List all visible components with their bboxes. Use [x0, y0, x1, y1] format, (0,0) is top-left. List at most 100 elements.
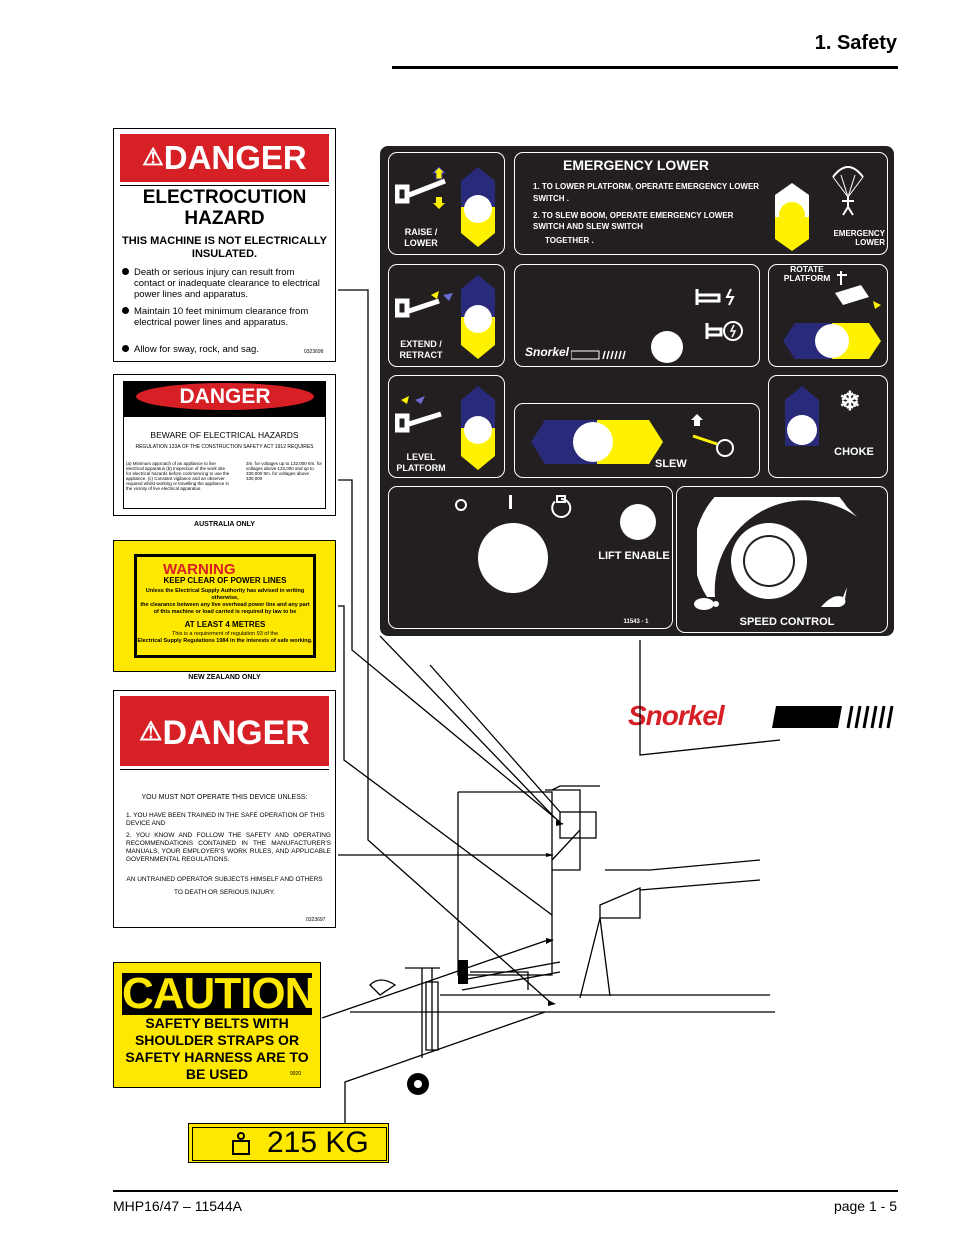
ignition-on-marker [509, 495, 512, 509]
newzealand-caption: NEW ZEALAND ONLY [188, 674, 261, 681]
level-platform-box: LEVEL PLATFORM [388, 375, 505, 478]
decal-code: 0323699 [304, 349, 324, 355]
footer-rule [113, 1190, 898, 1192]
page-title: 1. Safety [814, 32, 897, 54]
newzealand-warning-decal: WARNING KEEP CLEAR OF POWER LINES Unless… [113, 540, 336, 672]
panel-brand-logo: Snorkel [525, 345, 570, 359]
ignition-off-marker [455, 499, 467, 511]
operator-item: 2. YOU KNOW AND FOLLOW THE SAFETY AND OP… [126, 832, 331, 863]
lift-enable-button [620, 504, 656, 540]
parachute-icon [832, 166, 864, 216]
panel-part-number: 11543 - 1 [623, 619, 649, 625]
horn-lightning-icon [695, 288, 743, 341]
emergency-lower-switch [775, 183, 809, 251]
horn-button [651, 331, 683, 363]
emergency-lower-box: EMERGENCY LOWER 1. TO LOWER PLATFORM, OP… [514, 152, 888, 255]
hazard-note: THIS MACHINE IS NOT ELECTRICALLY INSULAT… [122, 235, 327, 260]
hazard-bullet: Maintain 10 feet minimum clearance from … [122, 306, 327, 328]
nz-line: Electrical Supply Regulations 1984 in th… [137, 638, 313, 644]
danger-signal-word: DANGER [136, 383, 314, 410]
choke-label: CHOKE [834, 446, 874, 458]
slew-box: SLEW [514, 403, 760, 478]
danger-electrocution-decal: ⚠DANGER ELECTROCUTION HAZARD THIS MACHIN… [113, 128, 336, 362]
level-platform-label: LEVEL PLATFORM [396, 452, 446, 473]
raise-lower-box: RAISE / LOWER [388, 152, 505, 255]
engine-start-icon [551, 495, 572, 518]
slew-icon [691, 414, 734, 457]
extend-retract-box: EXTEND / RETRACT [388, 264, 505, 367]
operator-item: 1. YOU HAVE BEEN TRAINED IN THE SAFE OPE… [126, 812, 325, 827]
rotate-platform-label: ROTATE PLATFORM [783, 264, 831, 283]
danger-operator-decal: ⚠DANGER YOU MUST NOT OPERATE THIS DEVICE… [113, 690, 336, 928]
speed-control-label: SPEED CONTROL [739, 616, 835, 628]
danger-signal-word: DANGER [163, 139, 307, 176]
australia-danger-decal: DANGER BEWARE OF ELECTRICAL HAZARDS REGU… [113, 374, 336, 516]
control-panel-decal: RAISE / LOWER EMERGENCY LOWER 1. TO LOWE… [380, 146, 894, 636]
rotate-platform-box: ROTATE PLATFORM [768, 264, 888, 367]
footer-page-number: page 1 - 5 [833, 1198, 897, 1214]
requirements-text: (a) Minimum approach of an appliance to … [126, 461, 230, 491]
rabbit-icon [821, 587, 847, 607]
rotate-platform-switch [783, 323, 881, 359]
emergency-together: TOGETHER . [545, 236, 594, 245]
nz-line: This is a requirement of regulation 93 o… [171, 631, 279, 637]
emergency-lower-label: EMERGENCY LOWER [833, 229, 885, 247]
footer-doc-id: MHP16/47 – 11544A [113, 1198, 242, 1214]
capacity-text: 215 KG [267, 1126, 369, 1159]
brand-stripes [571, 350, 626, 360]
hazard-bullet: Allow for sway, rock, and sag. [122, 344, 327, 355]
slew-label: SLEW [655, 458, 687, 470]
speed-control-dial [697, 497, 857, 599]
emergency-step: 2. TO SLEW BOOM, OPERATE EMERGENCY LOWER… [533, 211, 734, 231]
snowflake-icon: ❄ [839, 386, 861, 416]
nz-line: KEEP CLEAR OF POWER LINES [163, 576, 287, 585]
header-rule [392, 66, 898, 69]
australia-caption: AUSTRALIA ONLY [194, 521, 255, 528]
snorkel-logo: Snorkel [628, 700, 725, 731]
nz-line: Unless the Electrical Supply Authority h… [145, 588, 305, 601]
lift-enable-label: LIFT ENABLE [598, 550, 670, 562]
warning-signal-word: WARNING [163, 561, 236, 578]
choke-box: ❄ CHOKE [768, 375, 888, 478]
danger-header: ⚠DANGER [120, 134, 329, 182]
center-box: Snorkel [514, 264, 760, 367]
operator-intro: YOU MUST NOT OPERATE THIS DEVICE UNLESS: [141, 794, 308, 801]
decal-code: 9920 [290, 1071, 302, 1077]
nz-line: AT LEAST 4 METRES [184, 620, 266, 629]
raise-lower-label: RAISE / LOWER [404, 227, 438, 248]
choke-switch [785, 386, 819, 446]
divider [120, 185, 329, 186]
extend-retract-switch [461, 275, 495, 359]
emergency-title: EMERGENCY LOWER [563, 157, 709, 173]
ignition-box [388, 486, 673, 629]
danger-signal-word: DANGER [162, 714, 310, 752]
nz-line: the clearance between any live overhead … [140, 602, 310, 615]
danger-header: ⚠DANGER [120, 696, 329, 766]
level-platform-switch [461, 386, 495, 470]
warning-triangle-icon: ⚠ [142, 144, 164, 171]
boom-raise-icon [395, 167, 447, 209]
level-platform-icon [395, 396, 442, 433]
caution-harness-decal: CAUTION SAFETY BELTS WITH SHOULDER STRAP… [113, 962, 321, 1088]
boom-extend-icon [395, 291, 453, 318]
warning-triangle-icon: ⚠ [139, 716, 163, 746]
capacity-decal: 215 KG [188, 1123, 389, 1163]
raise-lower-switch [461, 167, 495, 247]
hazard-title: ELECTROCUTION HAZARD [142, 187, 307, 229]
turtle-icon [694, 598, 719, 610]
caution-signal-word: CAUTION [122, 969, 316, 1018]
hazard-bullet: Death or serious injury can result from … [122, 267, 327, 300]
rotate-platform-icon [835, 271, 881, 309]
snorkel-logo-stripes [772, 705, 894, 729]
slew-switch [531, 420, 663, 464]
speed-control-box: SPEED CONTROL [676, 486, 888, 633]
voltage-clearances: 3m. for voltages up to 132,000 6m. for v… [246, 461, 323, 481]
extend-retract-label: EXTEND / RETRACT [399, 339, 443, 360]
ignition-key-switch [478, 523, 548, 593]
beware-heading: BEWARE OF ELECTRICAL HAZARDS [150, 430, 299, 440]
emergency-step: 1. TO LOWER PLATFORM, OPERATE EMERGENCY … [533, 182, 760, 203]
operator-warning: AN UNTRAINED OPERATOR SUBJECTS HIMSELF A… [126, 876, 323, 896]
regulation-text: REGULATION 133A OF THE CONSTRUCTION SAFE… [135, 444, 314, 450]
caution-text: SAFETY BELTS WITH SHOULDER STRAPS OR SAF… [125, 1015, 309, 1082]
